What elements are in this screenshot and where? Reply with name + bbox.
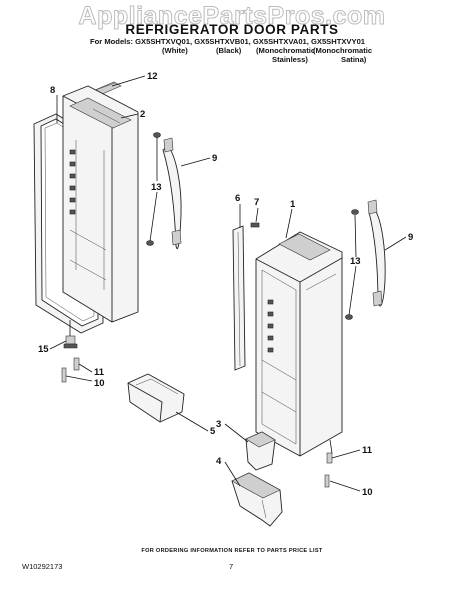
part-15-hinge-bushing: [63, 335, 78, 349]
callout-13-left: 13: [151, 182, 162, 193]
part-9-right-handle: [367, 199, 386, 307]
watermark: AppliancePartsPros.com: [78, 2, 386, 31]
callout-3: 3: [216, 419, 221, 430]
part-3-small-bin: [245, 431, 276, 471]
callout-labels: 12 2 8 9 13 6 7 1 9 13 15 11 10 5 3 4 11…: [38, 71, 413, 498]
leader-lines: [49, 75, 407, 492]
part-9-left-handle: [162, 137, 182, 249]
page-number: 7: [229, 562, 234, 571]
callout-9-right: 9: [408, 232, 413, 243]
part-6-trim-strip: [232, 225, 246, 371]
variant-stainless: (Monochromatic: [256, 46, 315, 55]
part-5-door-bin: [127, 373, 185, 423]
variant-white: (White): [162, 46, 188, 55]
callout-1: 1: [290, 199, 296, 210]
variant-satina-label: (Monochromatic: [313, 46, 373, 55]
callout-6: 6: [235, 193, 240, 204]
callout-12: 12: [147, 71, 158, 82]
part-1-right-door: [255, 231, 343, 457]
callout-4: 4: [216, 456, 222, 467]
callout-2: 2: [140, 109, 145, 120]
variant-stainless-label: (Monochromatic: [256, 46, 316, 55]
callout-10-right: 10: [362, 487, 373, 498]
variant-black-label: (Black): [216, 46, 242, 55]
ordering-note: FOR ORDERING INFORMATION REFER TO PARTS …: [141, 548, 323, 554]
part-7-clip: [250, 222, 260, 228]
part-2-left-door: [62, 85, 139, 323]
callout-9-left: 9: [212, 153, 217, 164]
variant-satina-line2: Satina): [341, 55, 366, 64]
callout-13-right: 13: [350, 256, 361, 267]
variant-black: (Black): [216, 46, 241, 55]
variant-satina: (Monochromatic: [313, 46, 372, 55]
page-title: REFRIGERATOR DOOR PARTS: [125, 22, 339, 37]
variant-stainless-label-2: Stainless): [272, 55, 308, 64]
variant-satina-label-2: Satina): [341, 55, 367, 64]
callout-8: 8: [50, 85, 55, 96]
callout-11-left: 11: [94, 367, 105, 378]
callout-15: 15: [38, 344, 49, 355]
models-line: For Models: GX5SHTXVQ01, GX5SHTXVB01, GX…: [90, 37, 366, 46]
part-4-bin: [231, 472, 283, 527]
document-number: W10292173: [22, 562, 63, 571]
part-11-10-right-hinge-hardware: [324, 452, 333, 488]
callout-5: 5: [210, 426, 216, 437]
callout-11-right: 11: [362, 445, 373, 456]
callout-7: 7: [254, 197, 259, 208]
callout-10-left: 10: [94, 378, 105, 389]
part-13-right-screws: [345, 209, 359, 320]
variant-stainless-line2: Stainless): [272, 55, 308, 64]
variant-white-label: (White): [162, 46, 188, 55]
